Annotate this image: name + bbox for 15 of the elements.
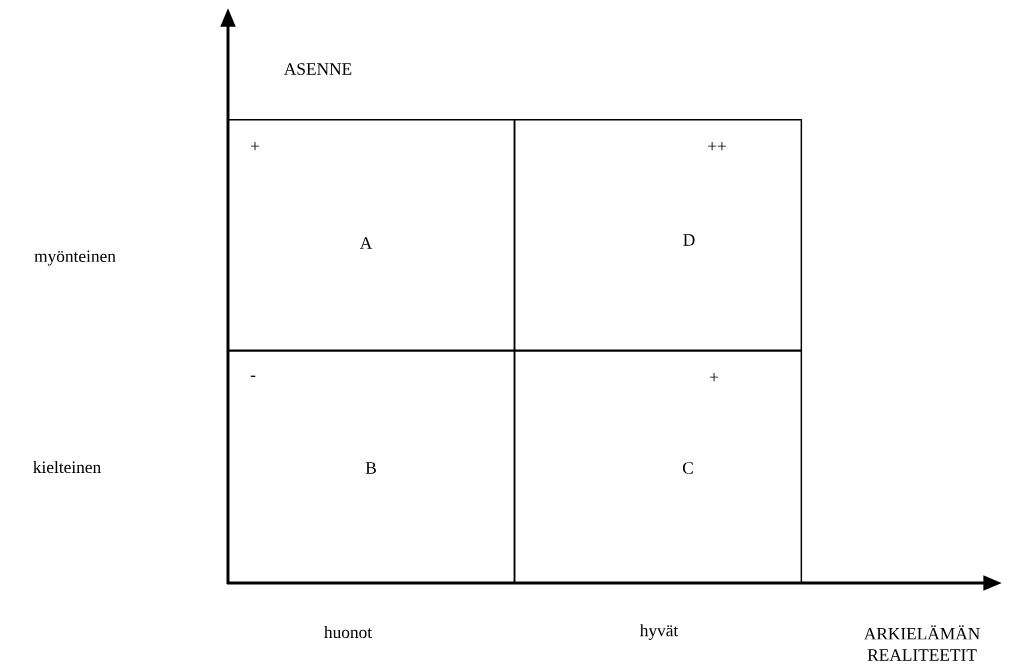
- row-label: myönteinen: [34, 250, 116, 266]
- quadrant-letter: A: [359, 237, 373, 249]
- corner-sign: ++: [708, 142, 726, 151]
- quadrant-box: [226, 118, 516, 352]
- corner-sign: -: [250, 375, 256, 377]
- quadrant-box: [513, 118, 803, 352]
- row-label: kielteinen: [33, 460, 101, 474]
- quadrant-letter: D: [683, 234, 695, 246]
- quadrant-letter: B: [365, 462, 376, 474]
- axis-label: ARKIELÄMÄN REALITEETIT: [863, 625, 980, 661]
- corner-sign: +: [710, 373, 719, 382]
- quadrant-box: [226, 350, 516, 584]
- quadrant-box: [513, 350, 803, 584]
- corner-sign: +: [251, 142, 260, 151]
- quadrant-letter: C: [682, 462, 693, 474]
